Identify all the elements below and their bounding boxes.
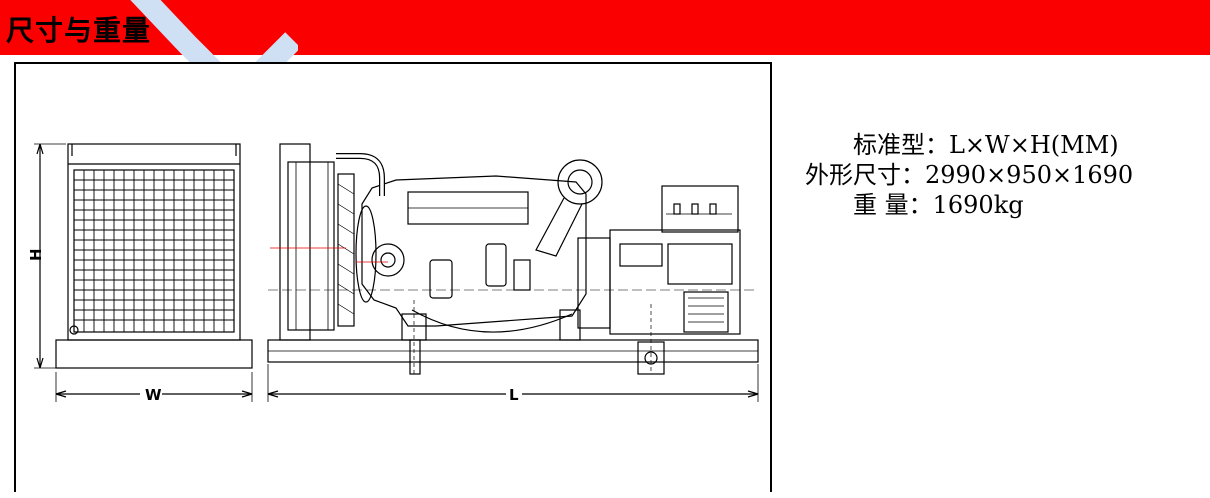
side-view — [267, 143, 759, 402]
spec-standard-type: 标准型：L×W×H(MM) — [853, 131, 1119, 159]
spec-block: 标准型：L×W×H(MM) 外形尺寸：2990×950×1690 重 量：169… — [805, 130, 1133, 220]
width-label: W — [145, 386, 162, 404]
section-title: 尺寸与重量 — [6, 14, 152, 47]
spec-dimensions: 外形尺寸：2990×950×1690 — [805, 161, 1134, 189]
spec-weight: 重 量：1690kg — [853, 191, 1024, 219]
length-label: L — [509, 386, 519, 404]
generator-dimension-drawing: H W L — [27, 143, 759, 404]
front-view — [34, 143, 253, 402]
dimension-drawing-frame: H W L — [14, 62, 772, 492]
centre-marks — [270, 247, 388, 263]
height-label: H — [27, 248, 45, 261]
